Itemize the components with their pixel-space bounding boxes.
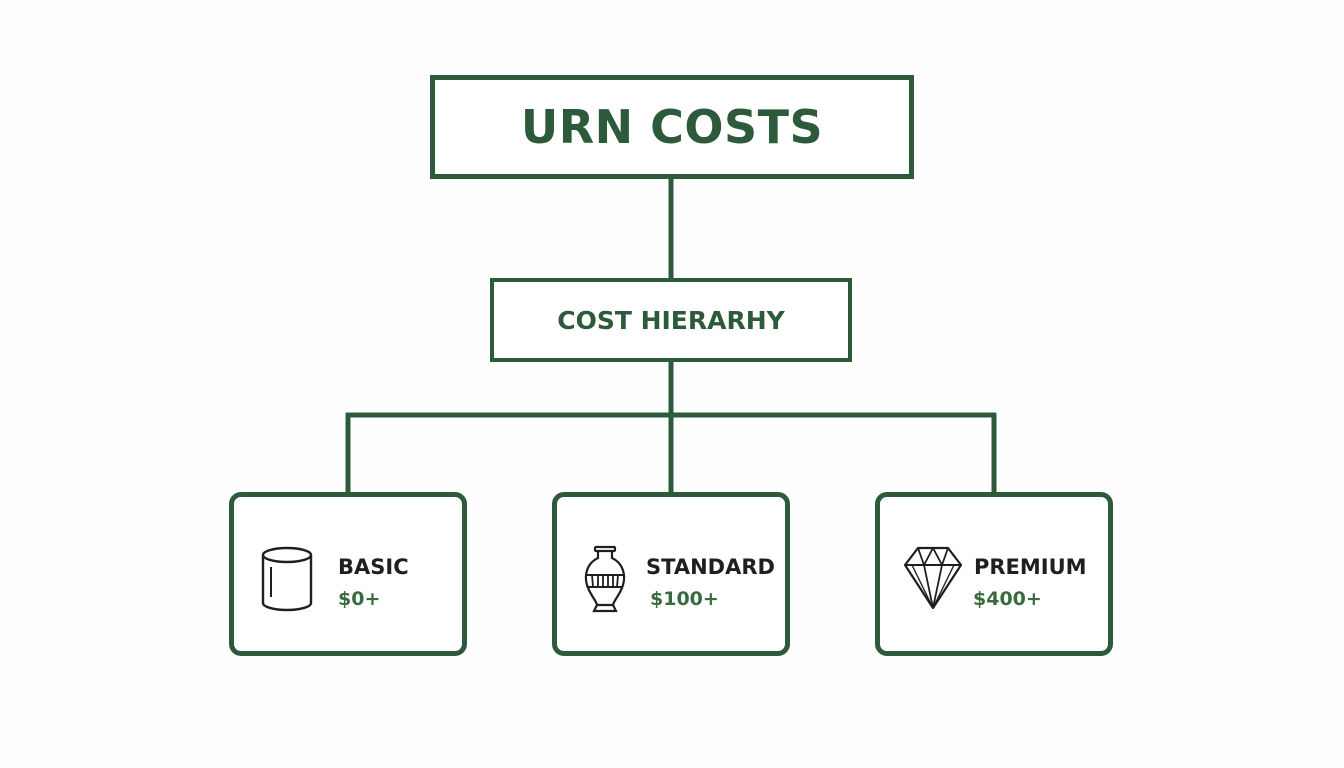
subtitle-box: COST HIERARHY <box>490 278 852 362</box>
cylinder-urn-icon <box>261 546 313 612</box>
tier-name-basic: BASIC <box>338 555 409 579</box>
tier-card-standard: STANDARD $100+ <box>552 492 790 656</box>
diamond-icon <box>903 546 963 610</box>
tier-name-standard: STANDARD <box>646 555 775 579</box>
vase-urn-icon <box>584 545 626 613</box>
tier-price-premium: $400+ <box>973 588 1042 610</box>
tier-card-basic: BASIC $0+ <box>229 492 467 656</box>
tier-price-standard: $100+ <box>650 588 719 610</box>
diagram-title: URN COSTS <box>520 100 824 154</box>
tier-card-premium: PREMIUM $400+ <box>875 492 1113 656</box>
title-box: URN COSTS <box>430 75 914 179</box>
tier-name-premium: PREMIUM <box>974 555 1087 579</box>
diagram-subtitle: COST HIERARHY <box>557 305 785 335</box>
tier-price-basic: $0+ <box>338 588 381 610</box>
